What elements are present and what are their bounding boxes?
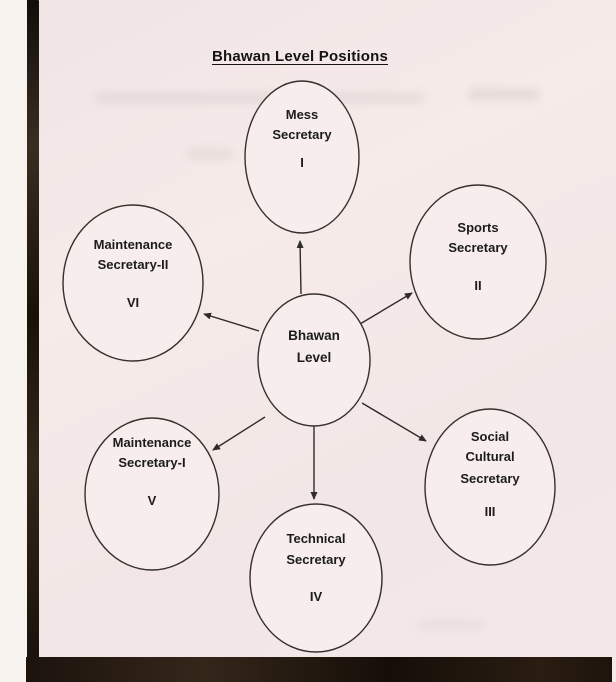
node-maintenance-secretary-i: Maintenance Secretary-I V (84, 417, 220, 571)
scan-margin-left (0, 0, 27, 682)
page-title: Bhawan Level Positions (211, 48, 389, 65)
scan-artifact (468, 88, 540, 101)
node-label-line: Social (471, 429, 509, 444)
arrow-center-to-maintenance-secretary-i (212, 416, 266, 451)
node-numeral: II (474, 278, 481, 293)
node-numeral: IV (310, 589, 323, 604)
node-social-cultural-secretary: Social Cultural Secretary III (424, 408, 556, 566)
maintenance-secretary-i-ellipse (84, 417, 220, 571)
node-label-line: Secretary (286, 552, 346, 567)
node-label-line: Secretary-II (98, 257, 169, 272)
node-maintenance-secretary-ii: Maintenance Secretary-II VI (62, 204, 204, 362)
node-sports-secretary: Sports Secretary II (409, 184, 547, 340)
node-label-line: Sports (457, 220, 498, 235)
scan-artifact (186, 148, 234, 160)
arrow-center-to-mess-secretary (296, 240, 304, 295)
node-label-line: Maintenance (113, 435, 192, 450)
node-label-line: Cultural (465, 449, 514, 464)
node-label-line: Secretary-I (118, 455, 185, 470)
node-label-line: Maintenance (94, 237, 173, 252)
arrow-center-to-social-cultural-secretary (361, 402, 427, 442)
node-numeral: V (148, 493, 157, 508)
node-label-line: Secretary (272, 127, 332, 142)
sports-secretary-ellipse (409, 184, 547, 340)
social-cultural-secretary-ellipse (424, 408, 556, 566)
node-label-line: Technical (286, 531, 345, 546)
mess-secretary-ellipse (244, 80, 360, 234)
node-mess-secretary: Mess Secretary I (244, 80, 360, 234)
center-label-line: Bhawan (288, 328, 340, 343)
node-label-line: Secretary (448, 240, 508, 255)
center-label-line: Level (297, 350, 332, 365)
node-numeral: I (300, 155, 304, 170)
scan-edge-bottom (26, 657, 612, 682)
node-bhawan-level: Bhawan Level (257, 293, 371, 427)
node-label-line: Mess (286, 107, 319, 122)
scan-edge-left (27, 0, 39, 660)
maintenance-secretary-ii-ellipse (62, 204, 204, 362)
node-numeral: III (485, 504, 496, 519)
node-label-line: Secretary (460, 471, 520, 486)
scan-artifact (95, 92, 425, 104)
technical-secretary-ellipse (249, 503, 383, 653)
arrow-center-to-sports-secretary (359, 292, 413, 325)
arrow-center-to-maintenance-secretary-ii (203, 312, 260, 332)
scan-artifact (418, 620, 484, 630)
node-technical-secretary: Technical Secretary IV (249, 503, 383, 653)
bhawan-level-ellipse (257, 293, 371, 427)
node-numeral: VI (127, 295, 139, 310)
